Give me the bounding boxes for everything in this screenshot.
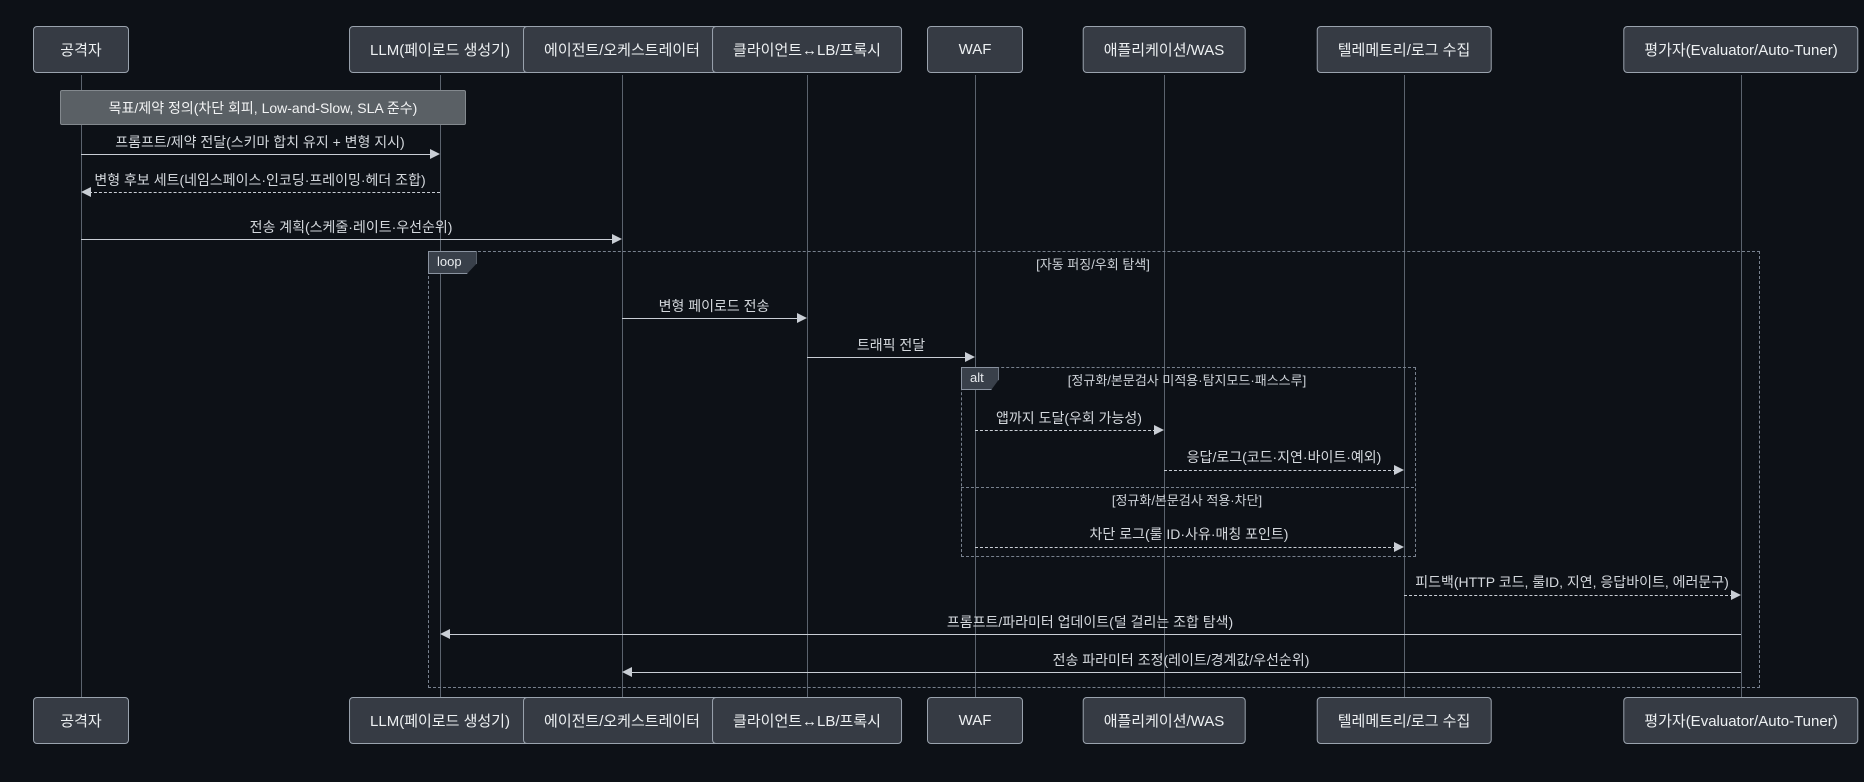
arrowhead-icon bbox=[612, 234, 622, 244]
message-label: 프롬프트/제약 전달(스키마 합치 유지 + 변형 지시) bbox=[115, 134, 405, 150]
loop-frame bbox=[428, 251, 1760, 688]
lifeline bbox=[1164, 75, 1165, 697]
arrowhead-icon bbox=[1731, 590, 1741, 600]
participant-waf-bottom: WAF bbox=[927, 697, 1023, 744]
lifeline bbox=[622, 75, 623, 697]
lifeline bbox=[807, 75, 808, 697]
arrowhead-icon bbox=[797, 313, 807, 323]
message-label: 트래픽 전달 bbox=[856, 337, 926, 353]
alt-label: alt bbox=[961, 367, 999, 390]
message-line bbox=[81, 154, 432, 155]
message-line bbox=[975, 547, 1396, 548]
message-line bbox=[1404, 595, 1733, 596]
message-line bbox=[81, 239, 614, 240]
message-line bbox=[448, 634, 1741, 635]
alt-condition: [정규화/본문검사 미적용·탐지모드·패스스루] bbox=[1067, 373, 1307, 388]
message-label: 응답/로그(코드·지연·바이트·예외) bbox=[1186, 449, 1382, 465]
participant-app-was-top: 애플리케이션/WAS bbox=[1082, 26, 1246, 73]
message-label: 앱까지 도달(우회 가능성) bbox=[996, 410, 1142, 426]
participant-telemetry-log-bottom: 텔레메트리/로그 수집 bbox=[1316, 697, 1492, 744]
arrowhead-icon bbox=[440, 629, 450, 639]
message-label: 프롬프트/파라미터 업데이트(덜 걸리는 조합 탐색) bbox=[946, 614, 1234, 630]
note: 목표/제약 정의(차단 회피, Low-and-Slow, SLA 준수) bbox=[60, 90, 466, 125]
participant-client-lb-proxy-top: 클라이언트↔LB/프록시 bbox=[712, 26, 902, 73]
participant-agent-orchestrator-top: 에이전트/오케스트레이터 bbox=[523, 26, 721, 73]
message-line bbox=[89, 192, 440, 193]
message-label: 변형 후보 세트(네임스페이스·인코딩·프레이밍·헤더 조합) bbox=[94, 172, 426, 188]
loop-label: loop bbox=[428, 251, 477, 274]
message-label: 변형 페이로드 전송 bbox=[658, 298, 770, 314]
message-label: 차단 로그(룰 ID·사유·매칭 포인트) bbox=[1089, 526, 1289, 542]
lifeline bbox=[1404, 75, 1405, 697]
message-line bbox=[975, 430, 1156, 431]
arrowhead-icon bbox=[1394, 465, 1404, 475]
alt-else-condition: [정규화/본문검사 적용·차단] bbox=[1111, 493, 1263, 508]
alt-frame bbox=[961, 367, 1416, 557]
participant-evaluator-bottom: 평가자(Evaluator/Auto-Tuner) bbox=[1623, 697, 1859, 744]
participant-llm-bottom: LLM(페이로드 생성기) bbox=[349, 697, 531, 744]
arrowhead-icon bbox=[965, 352, 975, 362]
participant-client-lb-proxy-bottom: 클라이언트↔LB/프록시 bbox=[712, 697, 902, 744]
arrowhead-icon bbox=[1154, 425, 1164, 435]
participant-waf-top: WAF bbox=[927, 26, 1023, 73]
arrowhead-icon bbox=[81, 187, 91, 197]
lifeline bbox=[81, 75, 82, 697]
message-line bbox=[622, 318, 799, 319]
alt-else-divider bbox=[961, 487, 1414, 488]
message-label: 전송 파라미터 조정(레이트/경계값/우선순위) bbox=[1052, 652, 1310, 668]
loop-condition: [자동 퍼징/우회 탐색] bbox=[1036, 257, 1150, 272]
message-line bbox=[630, 672, 1741, 673]
participant-llm-top: LLM(페이로드 생성기) bbox=[349, 26, 531, 73]
message-line bbox=[1164, 470, 1396, 471]
message-label: 피드백(HTTP 코드, 룰ID, 지연, 응답바이트, 에러문구) bbox=[1415, 574, 1729, 590]
participant-agent-orchestrator-bottom: 에이전트/오케스트레이터 bbox=[523, 697, 721, 744]
participant-attacker-top: 공격자 bbox=[33, 26, 129, 73]
message-line bbox=[807, 357, 967, 358]
arrowhead-icon bbox=[622, 667, 632, 677]
message-label: 전송 계획(스케줄·레이트·우선순위) bbox=[249, 219, 453, 235]
arrowhead-icon bbox=[430, 149, 440, 159]
lifeline bbox=[440, 75, 441, 697]
participant-app-was-bottom: 애플리케이션/WAS bbox=[1082, 697, 1246, 744]
arrowhead-icon bbox=[1394, 542, 1404, 552]
participant-telemetry-log-top: 텔레메트리/로그 수집 bbox=[1316, 26, 1492, 73]
participant-attacker-bottom: 공격자 bbox=[33, 697, 129, 744]
lifeline bbox=[1741, 75, 1742, 697]
participant-evaluator-top: 평가자(Evaluator/Auto-Tuner) bbox=[1623, 26, 1859, 73]
